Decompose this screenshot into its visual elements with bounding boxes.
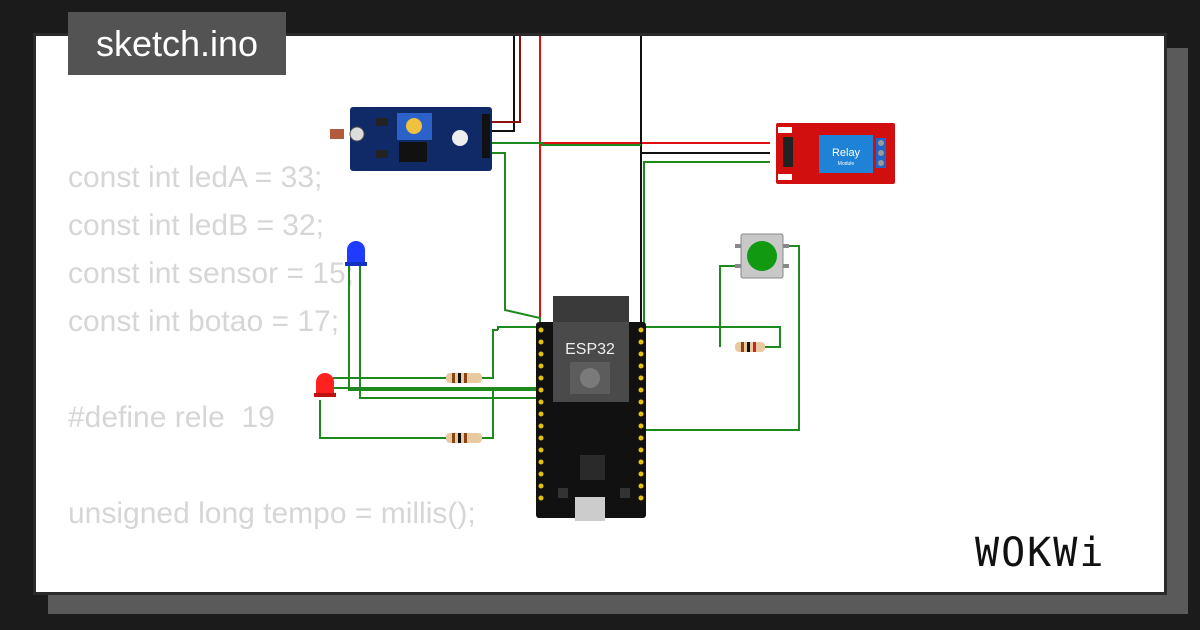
- wire-green-blue-led[interactable]: [348, 260, 540, 391]
- wokwi-logo: WOKWi: [975, 530, 1106, 576]
- resistor-led-a[interactable]: [446, 373, 482, 383]
- wire-red-ldr-vcc[interactable]: [490, 36, 521, 123]
- wire-black-ldr-gnd[interactable]: [490, 36, 515, 132]
- wire-green-blue-led-2[interactable]: [359, 260, 540, 399]
- code-line: const int ledA = 33;: [68, 161, 323, 194]
- ldr-sensor-module[interactable]: [330, 107, 492, 171]
- wire-green-top-bus[interactable]: [497, 326, 781, 348]
- pushbutton[interactable]: [735, 233, 789, 279]
- code-line: const int botao = 17;: [68, 305, 340, 338]
- relay-sublabel: Module: [838, 161, 855, 167]
- code-line: const int ledB = 32;: [68, 209, 324, 242]
- wire-green-ldr-do[interactable]: [490, 142, 641, 146]
- sketch-filename-tab[interactable]: sketch.ino: [68, 12, 286, 75]
- resistor-button[interactable]: [735, 342, 765, 352]
- led-red[interactable]: [314, 373, 336, 397]
- wire-green-red-led[interactable]: [319, 390, 494, 439]
- wire-green-ldr-ao[interactable]: [490, 152, 541, 330]
- resistor-led-b[interactable]: [446, 433, 482, 443]
- code-preview: const int ledA = 33; const int ledB = 32;…: [68, 154, 476, 538]
- wire-green-resistor-left[interactable]: [719, 265, 743, 347]
- wire-green-res1[interactable]: [333, 329, 498, 379]
- esp32-board[interactable]: ESP32: [536, 296, 646, 521]
- relay-label: Relay: [832, 147, 861, 159]
- code-line: unsigned long tempo = millis();: [68, 497, 476, 530]
- wire-green-relay-in[interactable]: [643, 161, 770, 330]
- code-line: #define rele 19: [68, 401, 275, 434]
- wire-green-button-right[interactable]: [644, 245, 800, 431]
- relay-module[interactable]: Relay Module: [776, 123, 895, 184]
- esp32-label: ESP32: [565, 341, 615, 358]
- led-blue[interactable]: [345, 241, 367, 266]
- code-line: const int sensor = 15;: [68, 257, 354, 290]
